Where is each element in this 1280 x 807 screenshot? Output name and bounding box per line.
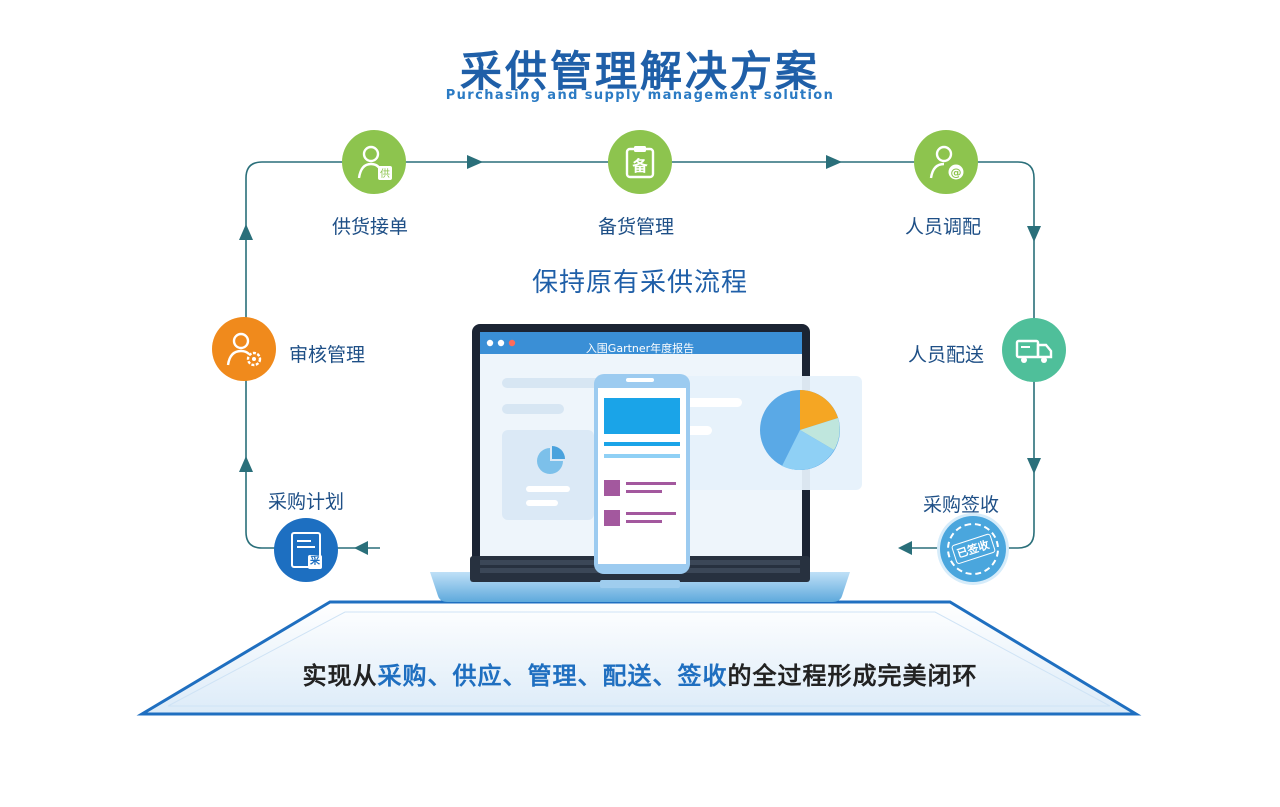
- laptop-illustration: [430, 324, 862, 602]
- arrow-up-2: [239, 456, 253, 472]
- arrow-right-1: [467, 155, 483, 169]
- closing-suffix: 的全过程形成完美闭环: [727, 662, 978, 690]
- staff-delivery-label: 人员配送: [908, 344, 985, 366]
- arrow-right-2: [826, 155, 842, 169]
- stamp-text: 已签收: [950, 533, 996, 565]
- stock-management-label: 备货管理: [598, 216, 675, 238]
- stock-board-icon: 备: [625, 146, 655, 179]
- supply-order-node[interactable]: 供: [342, 130, 406, 194]
- person-at-icon: @: [929, 145, 964, 180]
- delivery-truck-icon: [1015, 339, 1053, 363]
- staff-dispatch-node[interactable]: @: [914, 130, 978, 194]
- page-subtitle: Purchasing and supply management solutio…: [445, 88, 835, 103]
- closing-highlight: 采购、供应、管理、配送、签收: [377, 662, 728, 690]
- arrow-left-2: [354, 541, 368, 555]
- closing-statement: 实现从采购、供应、管理、配送、签收的全过程形成完美闭环: [0, 656, 1280, 691]
- signed-stamp-icon: 已签收: [940, 516, 1006, 582]
- staff-dispatch-label: 人员调配: [905, 216, 982, 238]
- purchase-receipt-node[interactable]: 已签收: [940, 516, 1006, 582]
- svg-text:供: 供: [380, 167, 390, 180]
- supplier-person-icon: 供: [357, 145, 392, 180]
- arrow-up-1: [239, 224, 253, 240]
- plan-doc-char: 采: [308, 555, 322, 569]
- plan-document-icon: 采: [291, 532, 322, 569]
- closing-prefix: 实现从: [302, 662, 378, 690]
- stock-management-node[interactable]: 备: [608, 130, 672, 194]
- svg-text:备: 备: [631, 157, 648, 175]
- center-heading: 保持原有采供流程: [531, 268, 748, 298]
- arrow-down-1: [1027, 226, 1041, 242]
- supply-order-label: 供货接单: [332, 216, 409, 238]
- browser-title: 入围Gartner年度报告: [585, 342, 695, 355]
- arrow-left-1: [898, 541, 912, 555]
- flow-line-left: [245, 161, 380, 549]
- person-gear-icon: [226, 332, 262, 367]
- review-management-node[interactable]: [212, 317, 276, 381]
- staff-delivery-node[interactable]: [1002, 318, 1066, 382]
- page-title: 采供管理解决方案: [459, 47, 820, 96]
- purchase-plan-label: 采购计划: [268, 491, 345, 513]
- svg-text:@: @: [951, 166, 962, 179]
- purchase-plan-node[interactable]: 采: [274, 518, 338, 582]
- purchase-receipt-label: 采购签收: [923, 494, 1000, 516]
- arrow-down-2: [1027, 458, 1041, 474]
- review-management-label: 审核管理: [289, 344, 366, 366]
